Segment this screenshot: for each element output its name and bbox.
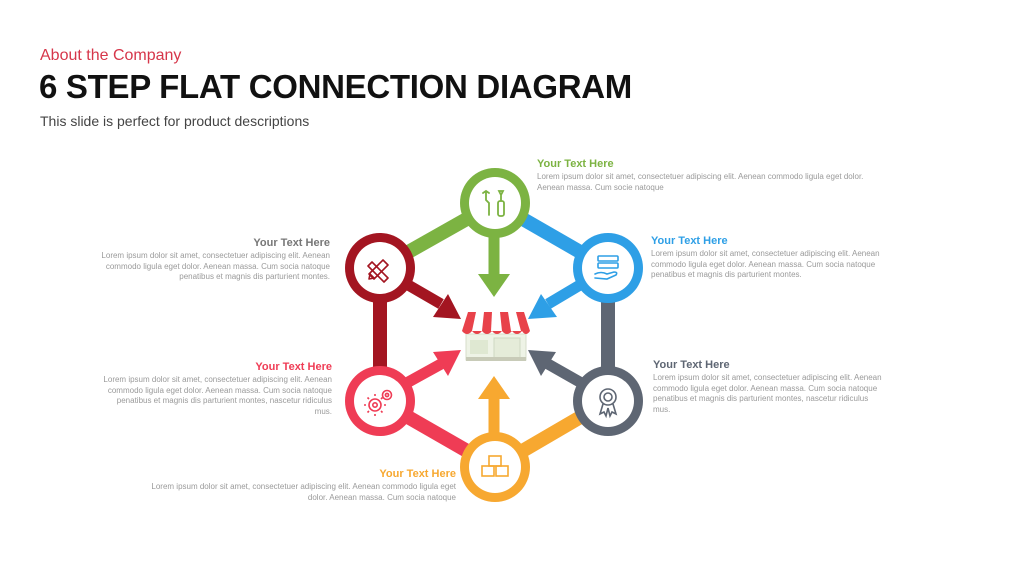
step-node-bottom [460, 432, 530, 502]
step-heading-bottom: Your Text Here [379, 468, 456, 480]
pencil-ruler-icon [367, 259, 389, 283]
step-node-top [460, 168, 530, 238]
step-body-bottom: Lorem ipsum dolor sit amet, consectetuer… [151, 482, 456, 502]
boxes-icon [481, 455, 509, 477]
tools-icon [482, 189, 505, 217]
slide-title: 6 STEP FLAT CONNECTION DIAGRAM [39, 68, 632, 105]
step-text-lower-right: Your Text Here Lorem ipsum dolor sit ame… [653, 359, 883, 415]
step-heading-upper-left: Your Text Here [253, 237, 330, 249]
arrow-bottom [478, 376, 510, 438]
award-ribbon-icon [598, 388, 618, 419]
arrow-lower-right [528, 350, 588, 390]
step-text-bottom: Your Text Here Lorem ipsum dolor sit ame… [135, 468, 456, 503]
shop-storefront-icon [462, 312, 530, 361]
step-heading-lower-left: Your Text Here [255, 361, 332, 373]
step-text-upper-right: Your Text Here Lorem ipsum dolor sit ame… [651, 235, 881, 281]
step-node-upper-right [573, 233, 643, 303]
arrow-upper-left [400, 277, 461, 319]
gears-icon [364, 389, 393, 416]
step-node-upper-left [345, 233, 415, 303]
step-body-lower-left: Lorem ipsum dolor sit amet, consectetuer… [103, 375, 332, 416]
step-node-lower-left [345, 366, 415, 436]
step-heading-lower-right: Your Text Here [653, 359, 730, 371]
about-kicker: About the Company [40, 47, 182, 64]
step-heading-upper-right: Your Text Here [651, 235, 728, 247]
arrow-upper-right [528, 277, 588, 319]
step-body-top: Lorem ipsum dolor sit amet, consectetuer… [537, 172, 864, 192]
center-arrows [400, 232, 588, 438]
slide-subtitle: This slide is perfect for product descri… [40, 113, 310, 129]
arrow-lower-left [400, 350, 461, 390]
step-body-upper-right: Lorem ipsum dolor sit amet, consectetuer… [651, 249, 880, 279]
step-text-lower-left: Your Text Here Lorem ipsum dolor sit ame… [102, 361, 332, 417]
step-heading-top: Your Text Here [537, 158, 614, 170]
step-node-lower-right [573, 366, 643, 436]
step-text-top: Your Text Here Lorem ipsum dolor sit ame… [537, 158, 867, 193]
step-text-upper-left: Your Text Here Lorem ipsum dolor sit ame… [100, 237, 330, 283]
arrow-top [478, 232, 510, 297]
handshake-money-icon [594, 255, 619, 280]
step-body-lower-right: Lorem ipsum dolor sit amet, consectetuer… [653, 373, 882, 414]
step-body-upper-left: Lorem ipsum dolor sit amet, consectetuer… [101, 251, 330, 281]
